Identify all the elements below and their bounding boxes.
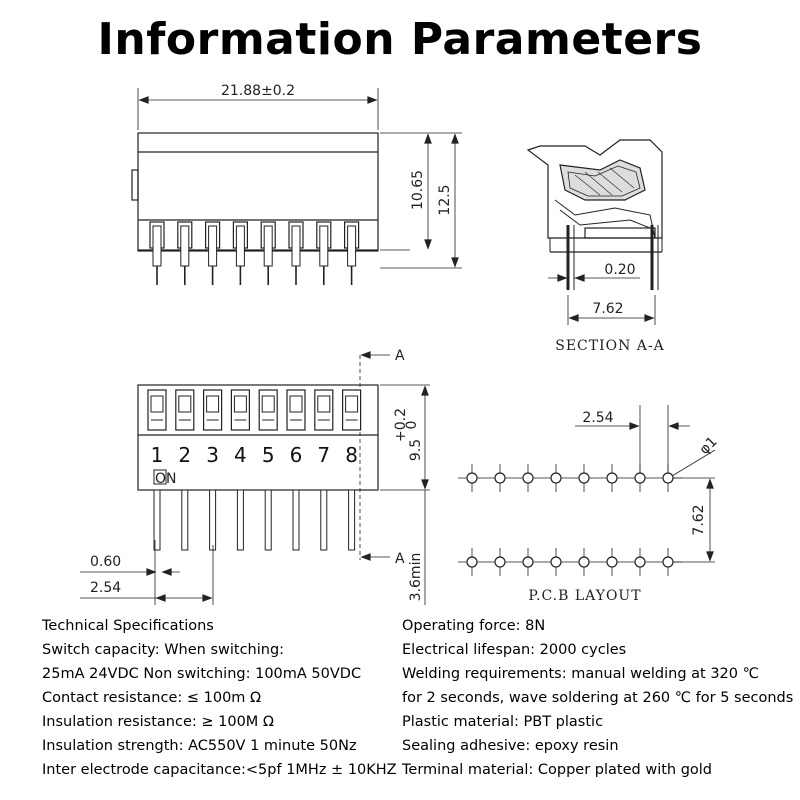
pcb-holes (458, 464, 682, 576)
pcb-hole (458, 548, 486, 576)
switch-number: 2 (178, 443, 191, 467)
switch-number: 7 (317, 443, 330, 467)
switch-number: 6 (290, 443, 303, 467)
pcb-row-dimension: 7.62 (691, 504, 707, 535)
top-pin (232, 221, 248, 285)
spec-line: Switch capacity: When switching: (42, 642, 285, 658)
switch-actuator (147, 389, 167, 431)
top-height-dimension-1: 10.65 (410, 170, 426, 210)
pcb-hole (570, 464, 598, 492)
pin-pitch-dimension: 2.54 (90, 580, 121, 596)
top-pins (149, 221, 360, 285)
page-title: Information Parameters (97, 14, 703, 65)
spec-line: 25mA 24VDC Non switching: 100mA 50VDC (42, 666, 362, 682)
front-pin (292, 489, 300, 551)
spec-line: Technical Specifications (42, 618, 214, 634)
spec-line: Insulation strength: AC550V 1 minute 50N… (42, 738, 357, 754)
front-pin (209, 489, 217, 551)
front-pin (320, 489, 328, 551)
top-pin (177, 221, 193, 285)
top-pin (316, 221, 332, 285)
section-row-dimension: 7.62 (592, 301, 623, 317)
switch-actuator (314, 389, 334, 431)
section-pin-dimension: 0.20 (604, 262, 635, 278)
switch-actuator (286, 389, 306, 431)
pcb-hole (514, 464, 542, 492)
top-pin (205, 221, 221, 285)
spec-line: Plastic material: PBT plastic (402, 714, 604, 730)
pcb-hole (514, 548, 542, 576)
spec-line: for 2 seconds, wave soldering at 260 ℃ f… (402, 690, 794, 706)
top-width-dimension: 21.88±0.2 (221, 83, 295, 99)
top-pin (288, 221, 304, 285)
spec-line: Terminal material: Copper plated with go… (402, 762, 713, 778)
pcb-hole (654, 548, 682, 576)
switch-number: 3 (206, 443, 219, 467)
pcb-hole (626, 548, 654, 576)
pcb-hole (486, 548, 514, 576)
front-pin (236, 489, 244, 551)
top-pin (149, 221, 165, 285)
pcb-hole (598, 548, 626, 576)
front-pin (181, 489, 189, 551)
front-pin (264, 489, 272, 551)
pcb-hole (458, 464, 486, 492)
spec-line: Inter electrode capacitance:<5pf 1MHz ± … (42, 762, 397, 778)
front-height-dimension: 9.5 (408, 439, 424, 461)
pcb-hole (486, 464, 514, 492)
top-pin (344, 221, 360, 285)
spec-line: Electrical lifespan: 2000 cycles (402, 642, 627, 658)
section-view: 0.20 7.62 SECTION A-A (526, 139, 665, 354)
pcb-pitch-dimension: 2.54 (582, 410, 613, 426)
spec-line: Operating force: 8N (402, 618, 546, 634)
switch-number: 4 (234, 443, 247, 467)
section-mark-bottom: A (395, 551, 405, 567)
specs-right: Operating force: 8N Electrical lifespan: … (402, 614, 793, 782)
front-height-tolerance-lower: 0 (404, 421, 420, 430)
pcb-label: P.C.B LAYOUT (528, 588, 641, 604)
front-pins (153, 489, 356, 551)
top-pin (260, 221, 276, 285)
front-switches (147, 389, 362, 431)
switch-actuator (175, 389, 195, 431)
pcb-hole (570, 548, 598, 576)
switch-actuator (258, 389, 278, 431)
pcb-hole-dimension: φ1 (697, 434, 721, 458)
switch-actuator (203, 389, 223, 431)
spec-line: Welding requirements: manual welding at … (402, 666, 759, 682)
switch-number: 5 (262, 443, 275, 467)
top-view: 21.88±0.2 10.65 12.5 (131, 83, 462, 285)
section-mark-top: A (395, 348, 405, 364)
front-pin (153, 489, 161, 551)
spec-line: Sealing adhesive: epoxy resin (402, 738, 619, 754)
switch-number: 1 (151, 443, 164, 467)
switch-actuator (230, 389, 250, 431)
section-label: SECTION A-A (555, 338, 665, 354)
spec-line: Contact resistance: ≤ 100m Ω (42, 690, 262, 706)
front-pin (348, 489, 356, 551)
switch-number: 8 (345, 443, 358, 467)
pcb-hole (542, 548, 570, 576)
pcb-layout: 2.54 φ1 7.62 P.C.B LAYOUT (458, 405, 721, 604)
pin-width-dimension: 0.60 (90, 554, 121, 570)
switch-actuator (342, 389, 362, 431)
lead-length-dimension: 3.6min (408, 553, 424, 602)
technical-drawing: 21.88±0.2 10.65 12.5 (80, 83, 721, 605)
pcb-hole (654, 464, 682, 492)
top-height-dimension-2: 12.5 (437, 184, 453, 215)
on-label: ON (155, 471, 177, 487)
pcb-hole (598, 464, 626, 492)
pcb-hole (626, 464, 654, 492)
spec-line: Insulation resistance: ≥ 100M Ω (42, 714, 274, 730)
pcb-hole (542, 464, 570, 492)
front-height-tolerance-upper: +0.2 (393, 408, 409, 442)
